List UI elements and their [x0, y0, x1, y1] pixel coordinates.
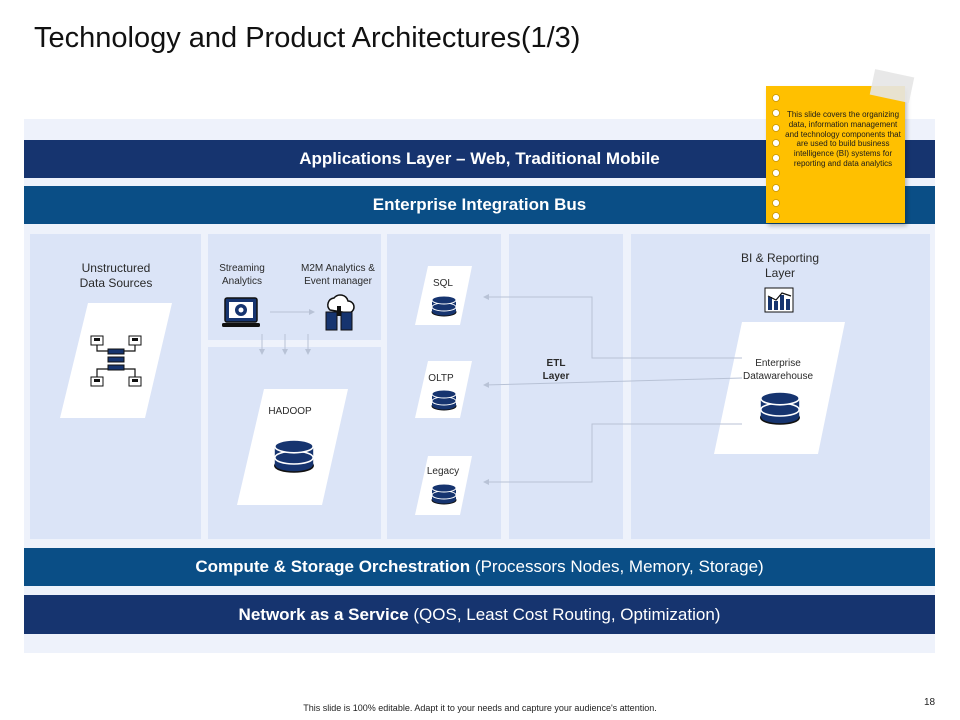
hadoop-database-icon: [273, 439, 315, 473]
sql-database-icon: [431, 295, 457, 317]
edw-database-icon: [759, 391, 801, 425]
compute-storage-bar: Compute & Storage Orchestration (Process…: [24, 548, 935, 586]
laptop-analytics-icon: [222, 297, 260, 327]
note-text: This slide covers the organizing data, i…: [785, 110, 901, 168]
oltp-label: OLTP: [428, 373, 454, 384]
page-number: 18: [924, 697, 936, 708]
legacy-database-icon: [431, 483, 457, 505]
arrow-to-oltp: [483, 377, 743, 388]
notebook-rings-icon: [772, 94, 780, 220]
sql-card: [415, 266, 472, 325]
cloud-server-icon: [325, 294, 355, 331]
bar-chart-report-icon: [764, 287, 794, 313]
slide-title: Technology and Product Architectures(1/3…: [34, 22, 581, 54]
arrow-edw-to-sql: [483, 294, 742, 359]
footer-text: This slide is 100% editable. Adapt it to…: [303, 703, 657, 713]
etl-panel: [509, 234, 623, 539]
network-hub-icon: [90, 335, 142, 387]
sticky-note: [766, 86, 905, 223]
edw-card: [714, 322, 845, 454]
network-service-bar: Network as a Service (QOS, Least Cost Ro…: [24, 595, 935, 634]
sql-label: SQL: [432, 278, 453, 289]
oltp-database-icon: [431, 389, 457, 411]
hadoop-label: HADOOP: [268, 406, 312, 417]
arrow-edw-to-legacy: [483, 423, 742, 485]
legacy-label: Legacy: [426, 466, 460, 477]
m2m-label: M2M Analytics &Event manager: [301, 263, 375, 287]
oltp-card: [415, 361, 472, 418]
